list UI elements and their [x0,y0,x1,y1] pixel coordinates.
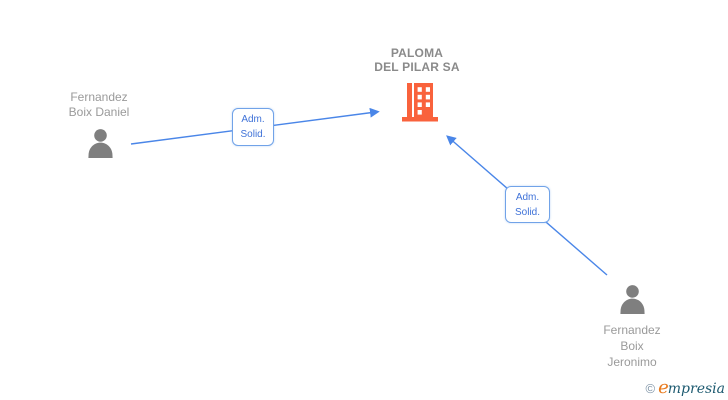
empresia-watermark-logo[interactable]: © empresia [645,377,725,398]
company-node[interactable] [401,82,439,127]
edge-label-line: Solid. [240,129,266,140]
person-name-line: Fernandez [603,323,661,337]
person-node-jeronimo[interactable] [616,284,649,321]
person-node-label-jeronimo[interactable]: Fernandez Boix Jeronimo [572,322,692,370]
person-icon [620,285,645,314]
edge-label-line: Solid. [514,206,540,218]
edge-label-jeronimo[interactable]: Adm. Solid. [505,186,550,223]
copyright-icon: © [645,381,656,396]
person-name-line: Jeronimo [607,355,657,369]
person-name-line: Boix Daniel [68,105,130,119]
person-node-daniel[interactable] [84,128,117,165]
company-node-label[interactable]: PALOMA DEL PILAR SA [337,46,497,74]
person-node-label-daniel[interactable]: Fernandez Boix Daniel [39,90,159,120]
building-icon [402,83,438,122]
company-name-line2: DEL PILAR SA [374,60,460,74]
brand-initial: e [658,377,669,398]
edge-label-daniel[interactable]: Adm. Solid. [232,108,274,146]
person-icon [88,129,113,158]
company-name-line1: PALOMA [390,46,444,60]
edge-label-line: Adm. [241,114,265,125]
person-name-line: Boix [620,339,644,353]
edge-label-line: Adm. [515,191,540,203]
brand-wordmark: empresia [658,377,725,398]
brand-rest: mpresia [667,381,725,397]
person-name-line: Fernandez [70,90,128,104]
